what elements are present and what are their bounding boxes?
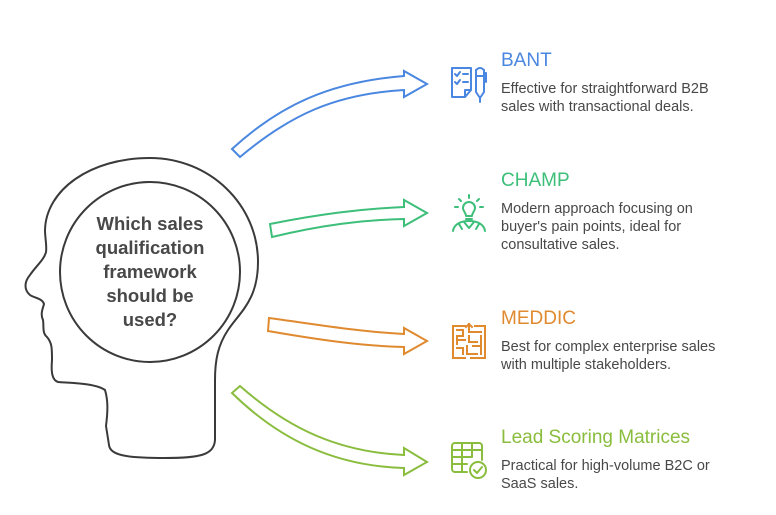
desc-line: Practical for high-volume B2C or <box>501 458 710 474</box>
desc-line: buyer's pain points, ideal for <box>501 219 682 235</box>
option-champ: CHAMP Modern approach focusing on buyer'… <box>501 170 761 254</box>
option-title: Lead Scoring Matrices <box>501 427 691 448</box>
head-outline <box>24 156 260 460</box>
table-check-icon <box>451 442 487 479</box>
central-question: Which sales qualification framework shou… <box>70 212 230 332</box>
option-bant: BANT Effective for straightforward B2B s… <box>501 50 761 116</box>
option-title: BANT <box>501 50 552 71</box>
question-line: Which sales <box>96 213 204 234</box>
maze-icon <box>452 322 486 359</box>
desc-line: Effective for straightforward B2B <box>501 81 709 97</box>
thought-circle <box>59 181 241 363</box>
question-line: used? <box>122 309 178 330</box>
option-title: CHAMP <box>501 170 570 191</box>
option-lead-scoring-matrices: Lead Scoring Matrices Practical for high… <box>501 427 761 493</box>
option-meddic: MEDDIC Best for complex enterprise sales… <box>501 308 761 374</box>
desc-line: Best for complex enterprise sales <box>501 339 716 355</box>
arrow-meddic <box>266 316 430 356</box>
option-title: MEDDIC <box>501 308 576 329</box>
question-line: qualification <box>95 237 205 258</box>
desc-line: SaaS sales. <box>501 476 579 492</box>
desc-line: Modern approach focusing on <box>501 201 693 217</box>
option-description: Modern approach focusing on buyer's pain… <box>501 200 761 254</box>
arrow-lead-scoring <box>230 384 429 477</box>
question-line: should be <box>106 285 194 306</box>
checklist-pen-icon <box>451 67 487 103</box>
lightbulb-person-icon <box>452 194 486 232</box>
option-description: Best for complex enterprise sales with m… <box>501 338 761 374</box>
option-description: Effective for straightforward B2B sales … <box>501 80 761 116</box>
question-line: framework <box>103 261 197 282</box>
desc-line: sales with transactional deals. <box>501 99 694 115</box>
arrow-champ <box>268 198 430 239</box>
desc-line: consultative sales. <box>501 237 620 253</box>
option-description: Practical for high-volume B2C or SaaS sa… <box>501 457 761 493</box>
arrow-bant <box>230 69 430 159</box>
desc-line: with multiple stakeholders. <box>501 357 672 373</box>
